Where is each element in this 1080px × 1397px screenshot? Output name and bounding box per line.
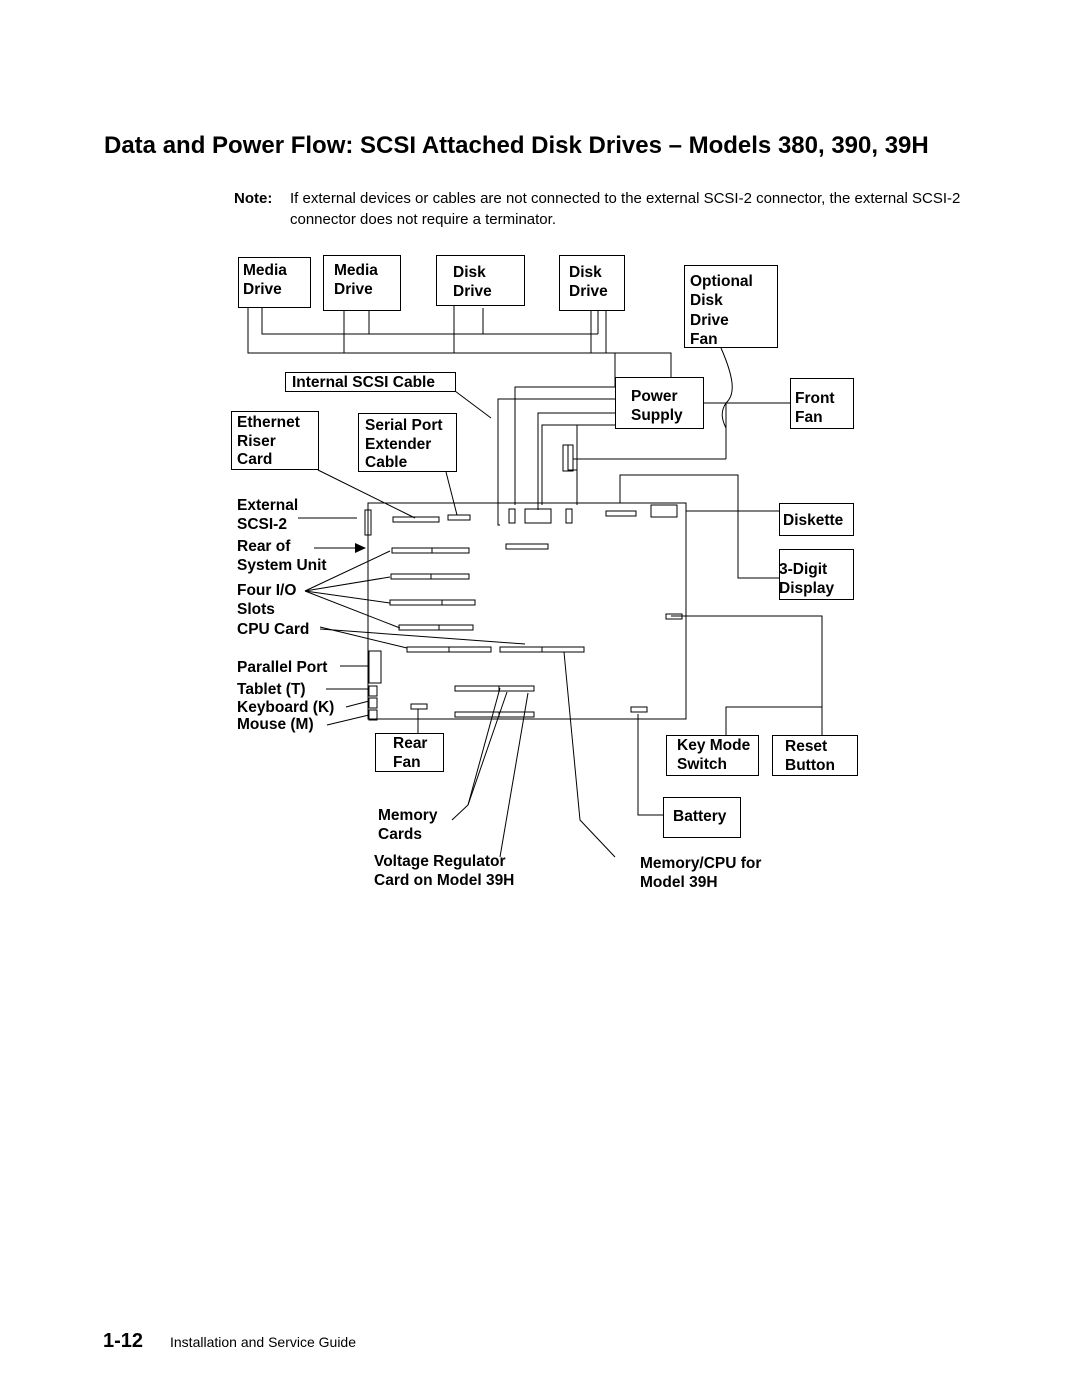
page-number: 1-12 bbox=[103, 1330, 144, 1352]
reset-button-label: Reset Button bbox=[785, 738, 835, 774]
front-fan-label: Front Fan bbox=[795, 390, 835, 426]
reset-button-box bbox=[772, 735, 858, 776]
internal-scsi-cable-label: Internal SCSI Cable bbox=[292, 374, 435, 391]
disk-drive-2-box bbox=[559, 255, 625, 311]
diskette-box bbox=[779, 503, 854, 536]
page-title: Data and Power Flow: SCSI Attached Disk … bbox=[104, 132, 929, 159]
key-mode-switch-box bbox=[666, 735, 759, 776]
media-drive-1-box bbox=[238, 257, 311, 308]
drive-bus-cable bbox=[247, 307, 672, 377]
rear-fan-box bbox=[375, 733, 444, 772]
note-label: Note: bbox=[234, 190, 273, 207]
note: Note: If external devices or cables are … bbox=[234, 188, 964, 230]
media-drive-1-label: Media Drive bbox=[243, 262, 287, 298]
optional-fan-box bbox=[684, 265, 778, 348]
power-supply-label: Power Supply bbox=[631, 388, 683, 424]
mouse-label: Mouse (M) bbox=[237, 716, 314, 733]
disk-drive-2-label: Disk Drive bbox=[569, 264, 608, 300]
serial-port-extender-label: Serial Port Extender Cable bbox=[365, 417, 443, 471]
cpu-card-label: CPU Card bbox=[237, 621, 310, 638]
power-supply-box bbox=[615, 377, 704, 429]
system-board bbox=[367, 502, 687, 720]
battery-label: Battery bbox=[673, 808, 727, 825]
ethernet-riser-box bbox=[231, 411, 319, 470]
media-drive-2-label: Media Drive bbox=[334, 262, 378, 298]
battery-box bbox=[663, 797, 741, 838]
note-text: If external devices or cables are not co… bbox=[290, 190, 961, 228]
voltage-regulator-label: Voltage Regulator Card on Model 39H bbox=[374, 853, 515, 889]
disk-drive-1-box bbox=[436, 255, 525, 306]
keyboard-label: Keyboard (K) bbox=[237, 699, 335, 716]
fan-cable-curve bbox=[720, 347, 733, 429]
diskette-label: Diskette bbox=[783, 512, 844, 529]
parallel-port-label: Parallel Port bbox=[237, 659, 328, 676]
three-digit-display-box bbox=[779, 549, 854, 600]
disk-drive-1-label: Disk Drive bbox=[453, 264, 492, 300]
internal-scsi-cable-box bbox=[285, 372, 456, 392]
three-digit-display-label: 3-Digit Display bbox=[779, 561, 835, 597]
rear-of-system-label: Rear of System Unit bbox=[237, 538, 327, 574]
front-fan-box bbox=[790, 378, 854, 429]
ethernet-riser-label: Ethernet Riser Card bbox=[237, 414, 300, 468]
external-scsi-label: External SCSI-2 bbox=[237, 497, 299, 533]
serial-port-extender-box bbox=[358, 413, 457, 472]
memory-cpu-label: Memory/CPU for Model 39H bbox=[640, 855, 762, 891]
key-mode-switch-label: Key Mode Switch bbox=[677, 737, 751, 773]
rear-fan-label: Rear Fan bbox=[393, 735, 428, 771]
footer-text: Installation and Service Guide bbox=[170, 1334, 356, 1350]
tablet-label: Tablet (T) bbox=[237, 681, 306, 698]
four-io-slots-label: Four I/O Slots bbox=[237, 582, 297, 618]
media-drive-2-box bbox=[323, 255, 401, 311]
optional-fan-label: Optional Disk Drive Fan bbox=[690, 273, 753, 348]
memory-cards-label: Memory Cards bbox=[378, 807, 438, 843]
